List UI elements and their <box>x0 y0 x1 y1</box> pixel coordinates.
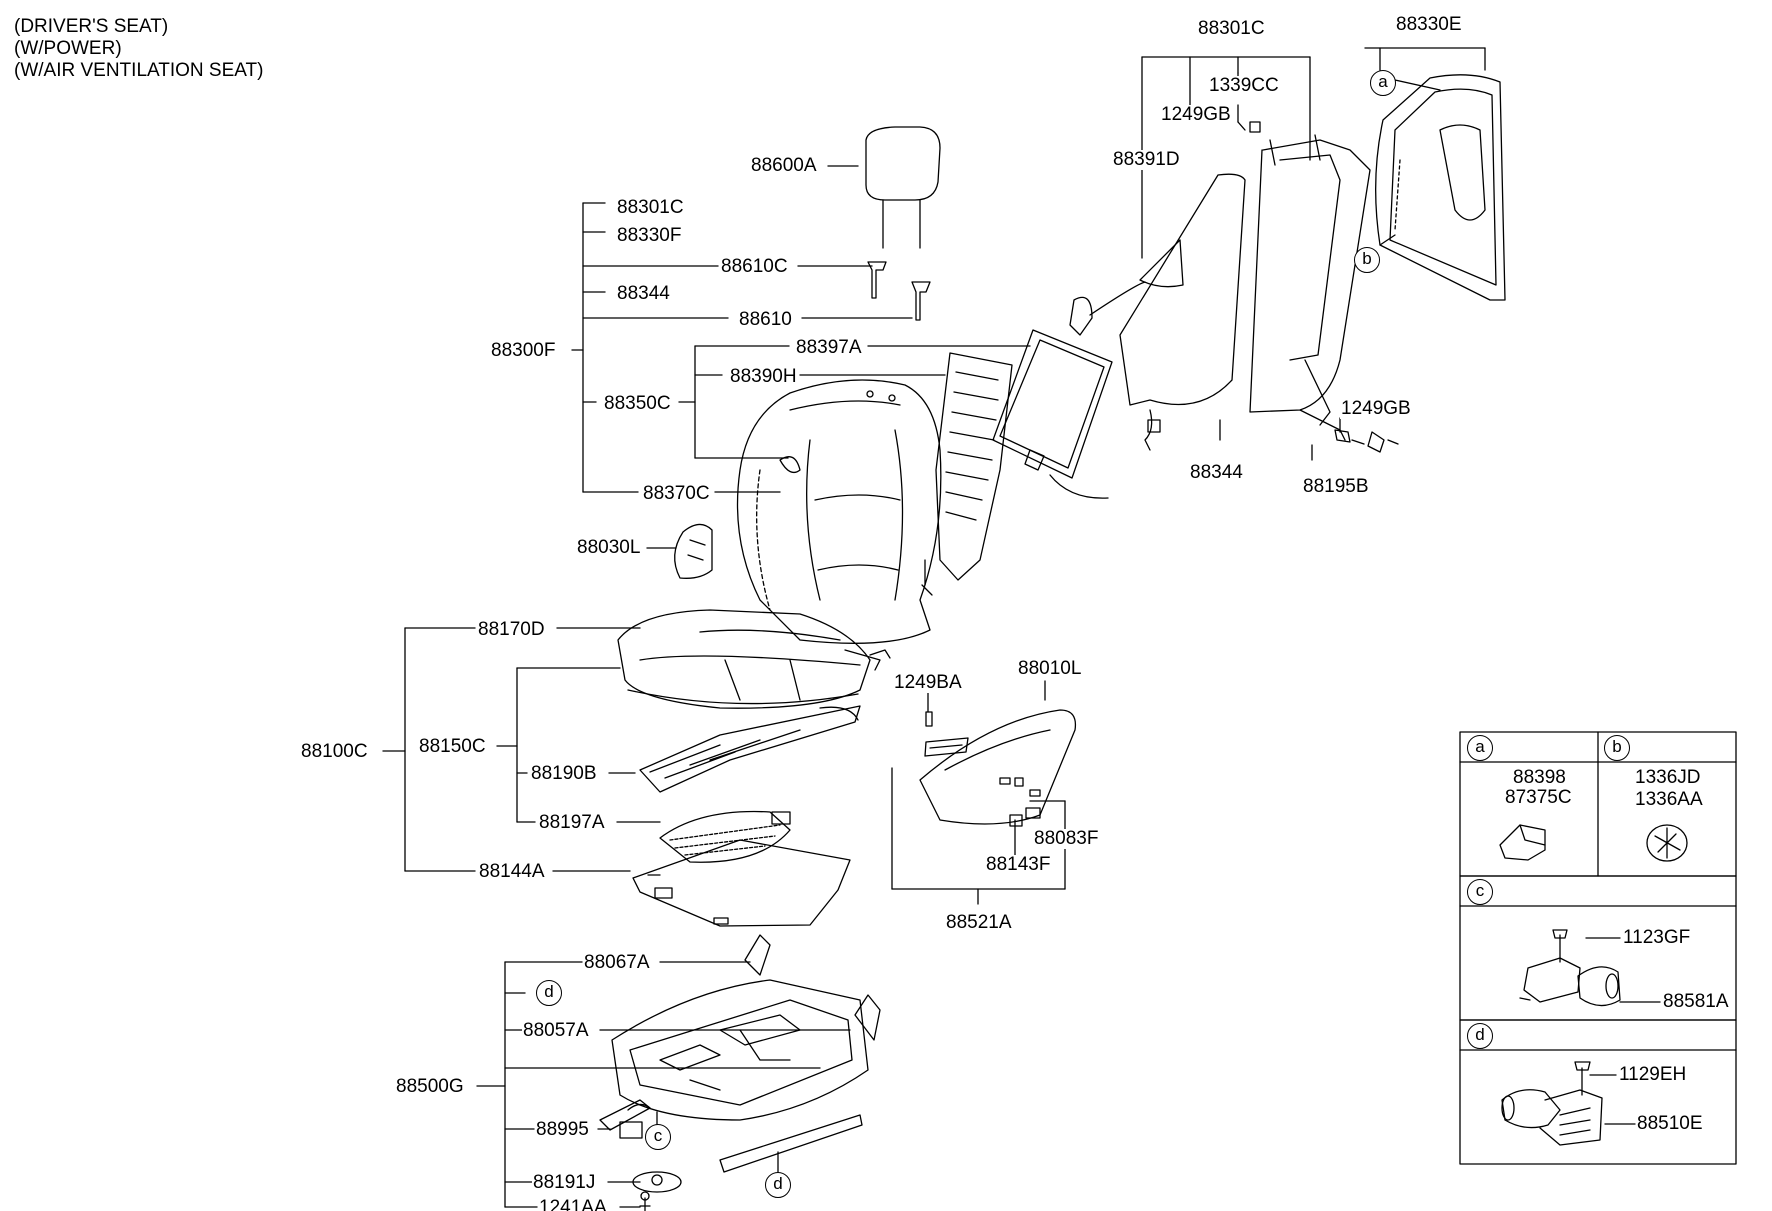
leader-lines-88300f <box>571 165 1031 549</box>
part-label-88143f: 88143F <box>985 854 1052 875</box>
inset-d-part-88510e: 88510E <box>1636 1113 1704 1134</box>
callout-b-marker: b <box>1354 247 1380 273</box>
header-note-seat-type: (DRIVER'S SEAT) <box>14 16 169 37</box>
seat-mat-drawing <box>632 839 851 927</box>
seat-back-frame-drawing <box>1249 121 1399 453</box>
inset-d-key: d <box>1467 1023 1493 1049</box>
inset-b-part-1336aa: 1336AA <box>1634 789 1704 810</box>
part-label-1241aa: 1241AA <box>538 1198 608 1211</box>
part-label-88610c: 88610C <box>720 256 789 277</box>
part-label-88010l: 88010L <box>1017 658 1083 679</box>
part-label-88067a: 88067A <box>583 952 651 973</box>
part-label-88391d: 88391D <box>1112 149 1181 170</box>
ventilation-pad-drawing <box>921 352 1013 596</box>
part-label-88397a: 88397A <box>795 337 863 358</box>
part-label-1339cc: 1339CC <box>1208 75 1280 96</box>
part-label-88191j: 88191J <box>532 1172 597 1193</box>
inset-d-motor-drawing <box>1501 1061 1636 1146</box>
inset-a-b-parts <box>1499 824 1688 862</box>
part-label-1249gb-right: 1249GB <box>1340 398 1412 419</box>
side-cover-drawing <box>674 523 713 579</box>
part-label-88144a: 88144A <box>478 861 546 882</box>
inset-b-part-1336jd: 1336JD <box>1634 767 1702 788</box>
leader-lines-88100c <box>382 627 661 872</box>
cushion-heater-drawing <box>639 705 861 793</box>
part-label-88521a: 88521A <box>945 912 1013 933</box>
part-label-88390h: 88390H <box>729 366 798 387</box>
inset-a-part-88398: 88398 <box>1512 767 1567 788</box>
part-label-88330f: 88330F <box>616 225 683 246</box>
headrest-drawing <box>865 126 941 321</box>
inset-c-key: c <box>1467 879 1493 905</box>
seat-cushion-drawing <box>617 609 891 709</box>
part-label-88301c-top: 88301C <box>1197 18 1266 39</box>
back-cover-drawing <box>1375 74 1506 301</box>
inset-c-part-88581a: 88581A <box>1662 991 1730 1012</box>
part-label-88197a: 88197A <box>538 812 606 833</box>
seat-back-cover-drawing <box>736 379 942 644</box>
part-label-88300f: 88300F <box>490 340 557 361</box>
side-shield-drawing <box>919 709 1077 827</box>
part-label-88995: 88995 <box>535 1119 590 1140</box>
inset-c-part-1123gf: 1123GF <box>1622 927 1692 948</box>
header-note-power: (W/POWER) <box>14 38 122 59</box>
part-label-88370c: 88370C <box>642 483 711 504</box>
inset-a-part-87375c: 87375C <box>1504 787 1573 808</box>
inset-b-key: b <box>1604 735 1630 761</box>
part-label-88344-right: 88344 <box>1189 462 1244 483</box>
header-note-ventilation: (W/AIR VENTILATION SEAT) <box>14 60 264 81</box>
part-label-88100c: 88100C <box>300 741 369 762</box>
seat-back-board-drawing <box>992 173 1246 499</box>
inset-c-motor-drawing <box>1519 929 1661 1007</box>
part-label-88350c: 88350C <box>603 393 672 414</box>
leader-lines-88500g <box>476 961 851 1208</box>
part-label-88170d: 88170D <box>477 619 546 640</box>
part-label-88301c-left: 88301C <box>616 197 685 218</box>
part-label-88150c: 88150C <box>418 736 487 757</box>
part-label-88600a: 88600A <box>750 155 818 176</box>
callout-d-marker-left: d <box>536 980 562 1006</box>
part-label-88190b: 88190B <box>530 763 598 784</box>
inset-d-part-1129eh: 1129EH <box>1618 1064 1688 1085</box>
part-label-88344-left: 88344 <box>616 283 671 304</box>
seat-track-drawing <box>599 934 881 1211</box>
inset-a-key: a <box>1467 735 1493 761</box>
part-label-88057a: 88057A <box>522 1020 590 1041</box>
callout-c-marker: c <box>645 1124 671 1150</box>
part-label-88330e: 88330E <box>1395 14 1463 35</box>
callout-d-marker-bottom: d <box>765 1172 791 1198</box>
cushion-blower-drawing <box>659 810 791 863</box>
part-label-88500g: 88500G <box>395 1076 465 1097</box>
part-label-1249gb-top: 1249GB <box>1160 104 1232 125</box>
part-label-1249ba: 1249BA <box>893 672 963 693</box>
part-label-88610: 88610 <box>738 309 793 330</box>
inset-frames <box>1459 731 1737 1165</box>
part-label-88195b: 88195B <box>1302 476 1370 497</box>
part-label-88083f: 88083F <box>1033 828 1100 849</box>
part-label-88030l: 88030L <box>576 537 642 558</box>
callout-a-marker: a <box>1370 70 1396 96</box>
